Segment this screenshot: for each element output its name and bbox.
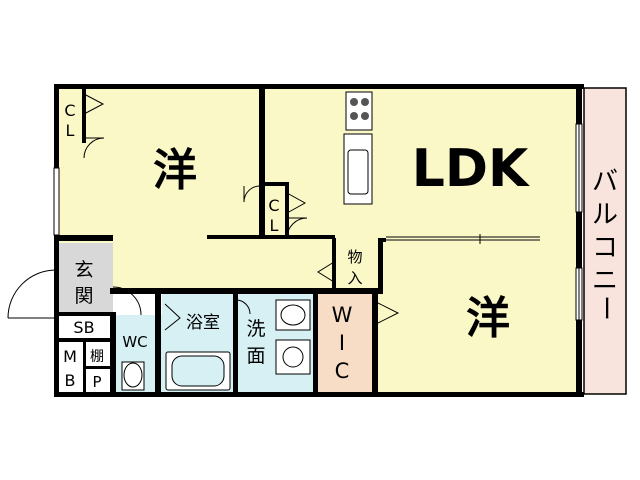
windows <box>53 123 583 321</box>
pipe-space-label: P <box>92 373 101 391</box>
storage-label-2: 入 <box>347 269 362 287</box>
kitchen-sink-icon <box>343 133 373 205</box>
sliding-door <box>386 234 540 244</box>
western-room-top-label: 洋 <box>153 145 197 196</box>
ldk-label: LDK <box>412 139 530 199</box>
kitchen-stove-icon <box>345 91 373 131</box>
balcony-area <box>583 87 627 395</box>
wic-label-i: I <box>339 331 345 355</box>
wic-area <box>315 293 378 393</box>
washroom-label-2: 面 <box>246 345 265 367</box>
western-room-bottom-label: 洋 <box>466 293 510 344</box>
ldk-area <box>263 88 580 238</box>
balcony-label-5: ー <box>590 295 620 321</box>
bathtub-icon <box>165 351 231 391</box>
toilet-icon <box>121 361 145 391</box>
entrance-label-1: 玄 <box>74 259 93 281</box>
balcony-label: バ ル コ ニ ー <box>590 167 620 321</box>
shoe-box-label: SB <box>73 318 94 337</box>
washing-machine-icon <box>275 339 311 375</box>
toilet-label: WC <box>122 333 147 351</box>
closet-left-label-c: C <box>64 101 75 120</box>
storage-area <box>335 241 378 293</box>
entrance-label-2: 関 <box>74 285 93 307</box>
western-room-top-area <box>58 88 263 238</box>
shoe-box-area <box>58 315 110 340</box>
balcony-label-3: コ <box>592 233 618 263</box>
closet-center-label-l: L <box>270 216 279 235</box>
walls <box>54 84 584 397</box>
door-swings <box>7 93 400 331</box>
balcony-label-4: ニ <box>592 266 618 296</box>
balcony-label-1: バ <box>592 167 618 197</box>
washroom-label-1: 洗 <box>246 318 265 340</box>
storage-label-1: 物 <box>347 248 362 266</box>
wash-basin-icon <box>275 299 311 331</box>
western-room-bottom-area <box>378 238 580 393</box>
closet-left-label-l: L <box>66 121 75 140</box>
balcony-label-2: ル <box>592 200 618 230</box>
wic-label-w: W <box>332 303 353 327</box>
bathroom-label: 浴室 <box>186 313 220 333</box>
meter-box-label-m: M <box>63 347 77 366</box>
closet-center-label-c: C <box>268 196 279 215</box>
shelf-label: 棚 <box>90 349 104 365</box>
entrance-area <box>58 243 113 315</box>
meter-box-label-b: B <box>65 371 76 390</box>
wic-label-c: C <box>335 359 350 383</box>
